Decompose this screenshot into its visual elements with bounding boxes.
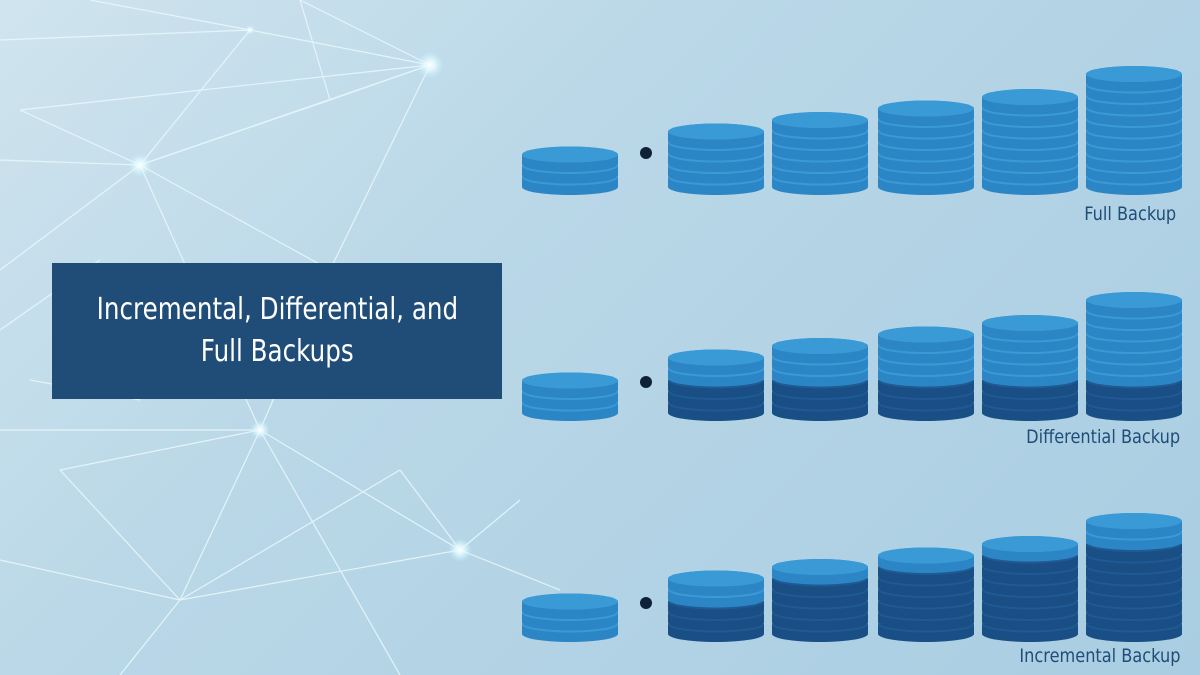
differential-backup-label: Differential Backup	[1026, 426, 1180, 448]
database-stack	[878, 547, 974, 642]
separator-dot	[640, 597, 652, 609]
stack-top	[522, 372, 618, 389]
database-stack	[982, 89, 1078, 195]
title-line-2: Full Backups	[200, 334, 354, 369]
database-stack	[522, 146, 618, 195]
database-stack	[522, 372, 618, 421]
database-stack	[522, 593, 618, 642]
incremental-backup-label: Incremental Backup	[1018, 645, 1180, 667]
backup-row	[522, 513, 1182, 642]
database-stack	[1086, 66, 1182, 195]
database-stack	[982, 536, 1078, 642]
separator-dot	[640, 147, 652, 159]
database-stack	[772, 112, 868, 195]
stack-top	[668, 349, 764, 366]
title-card: Incremental, Differential, and Full Back…	[52, 263, 502, 399]
separator-dot	[640, 376, 652, 388]
stack-top	[522, 593, 618, 610]
database-stack	[1086, 292, 1182, 421]
backup-row	[522, 292, 1182, 421]
stack-top	[982, 315, 1078, 331]
stack-top	[1086, 66, 1182, 82]
database-stack	[772, 559, 868, 642]
title-line-1: Incremental, Differential, and	[96, 292, 458, 327]
stack-top	[668, 570, 764, 587]
database-stack	[668, 349, 764, 421]
stack-top	[668, 123, 764, 140]
stack-top	[878, 547, 974, 564]
full-backup-label: Full Backup	[1084, 203, 1176, 225]
stack-top	[1086, 513, 1182, 529]
database-stack	[878, 100, 974, 195]
database-stack	[668, 123, 764, 195]
stack-top	[878, 326, 974, 343]
stack-top	[982, 89, 1078, 105]
stack-top	[982, 536, 1078, 552]
database-stack	[982, 315, 1078, 421]
stack-top	[772, 338, 868, 354]
backup-row	[522, 66, 1182, 195]
stack-top	[878, 100, 974, 117]
database-stack	[772, 338, 868, 421]
stack-top	[772, 112, 868, 128]
stack-top	[1086, 292, 1182, 308]
database-stack	[668, 570, 764, 642]
stack-top	[772, 559, 868, 575]
database-stack	[1086, 513, 1182, 642]
database-stack	[878, 326, 974, 421]
stack-top	[522, 146, 618, 163]
